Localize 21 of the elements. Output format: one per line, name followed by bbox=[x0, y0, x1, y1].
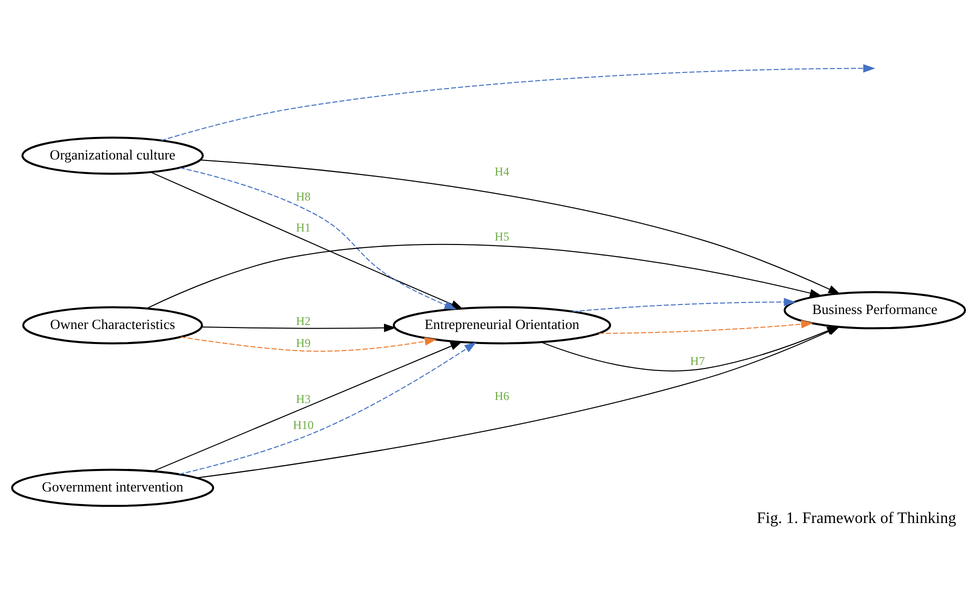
arrow bbox=[180, 336, 437, 352]
arrow bbox=[598, 319, 814, 334]
node-ellipse: Government intervention bbox=[11, 468, 214, 506]
edge-label: H6 bbox=[494, 388, 510, 403]
edge-label: H3 bbox=[296, 392, 311, 406]
arrow bbox=[572, 297, 796, 312]
arrow bbox=[200, 158, 840, 294]
edge-label: H5 bbox=[494, 229, 510, 244]
node-ellipse: Organizational culture bbox=[21, 136, 204, 174]
edge-label: H7 bbox=[690, 354, 705, 368]
edge-label: H2 bbox=[296, 313, 311, 328]
edge-label: H10 bbox=[292, 418, 314, 432]
edge-label: H9 bbox=[296, 335, 311, 350]
node-ellipse: Entrepreneurial Orientation bbox=[392, 306, 612, 344]
edge-label: H1 bbox=[296, 220, 311, 234]
edge-label: H8 bbox=[296, 188, 311, 203]
arrow bbox=[202, 323, 396, 332]
arrow bbox=[161, 64, 876, 140]
edge-label: H4 bbox=[494, 164, 510, 178]
caption: Fig. 1. Framework of Thinking bbox=[756, 509, 956, 526]
node-ellipse: Owner Characteristics bbox=[22, 306, 203, 344]
